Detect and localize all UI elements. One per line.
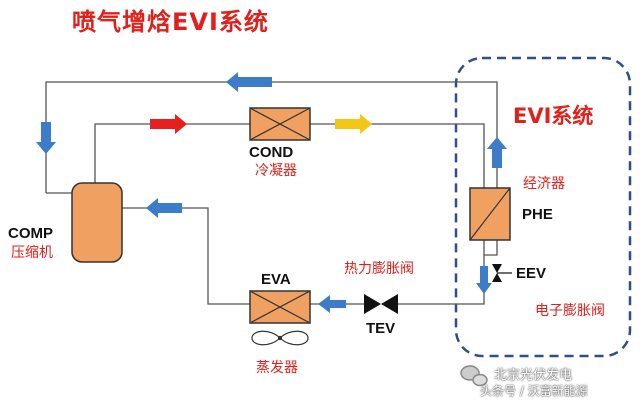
arrow-blue-up-evi [487,137,507,168]
arrow-yellow-right [335,114,372,134]
condenser-name: 冷凝器 [255,163,297,179]
evaporator-code: EVA [261,271,291,288]
watermark-line2: 头条号 / 沃富新能源 [480,384,588,398]
economizer-code: PHE [522,206,553,223]
evi-boundary [454,56,632,358]
tev-valve-icon [364,294,398,314]
watermark-logo-icon [460,365,488,387]
pipe-suction [120,207,250,305]
condenser-code: COND [249,144,294,161]
arrow-blue-left-eva [318,295,346,313]
pipe-liquid [310,123,485,188]
arrow-blue-left-top [226,72,272,92]
pipe-discharge [94,123,250,185]
eev-name: 电子膨胀阀 [535,303,605,319]
compressor-body [71,182,123,263]
tev-code: TEV [366,320,396,337]
arrow-red-right [150,114,187,134]
economizer-name: 经济器 [523,176,565,192]
pipe-phe-to-tev [398,240,485,305]
watermark-line1: 北京光伏发电 [494,368,573,383]
condenser-symbol [249,107,311,141]
pipe-eev-branch [484,240,498,256]
arrow-blue-left-suction [146,198,182,218]
arrow-blue-down-phe [476,266,492,294]
compressor-name: 压缩机 [11,245,53,261]
fan-icon [251,330,309,346]
evi-system-label: EVI系统 [513,104,594,128]
eev-code: EEV [516,265,547,282]
compressor-code: COMP [8,225,53,242]
eev-valve-icon [492,264,512,282]
flow-arrows [36,72,507,313]
page-title: 喷气增焓EVI系统 [72,8,269,36]
evaporator-symbol [249,290,311,324]
arrow-blue-down-left [36,122,56,154]
economizer-symbol [469,187,511,241]
tev-name: 热力膨胀阀 [344,261,414,277]
evaporator-name: 蒸发器 [256,360,298,376]
